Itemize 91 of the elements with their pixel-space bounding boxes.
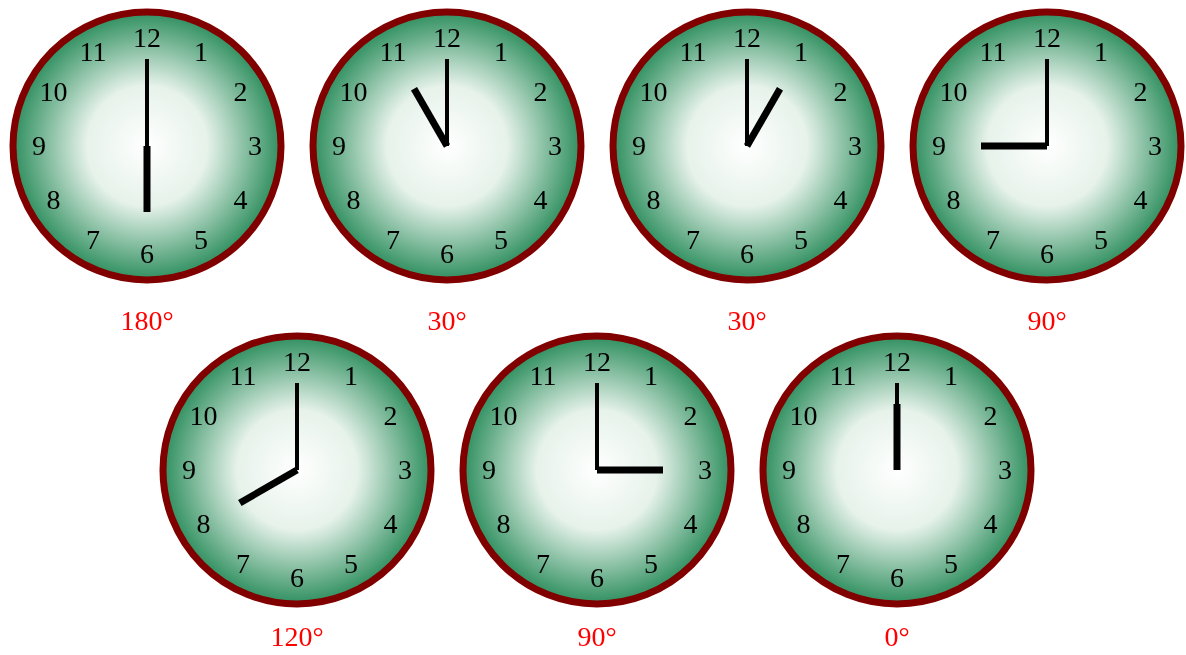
clock-numeral: 2 (383, 402, 398, 430)
clock-numeral: 4 (1133, 186, 1148, 214)
clock-numeral: 8 (46, 186, 61, 214)
clock-numeral: 2 (233, 78, 248, 106)
clock-numeral: 8 (346, 186, 361, 214)
clock-numeral: 1 (944, 362, 958, 391)
clock-numeral: 10 (39, 78, 68, 106)
clock-numeral: 7 (686, 225, 700, 254)
clock-numeral: 4 (833, 186, 848, 214)
clock-numeral: 7 (536, 549, 550, 578)
clock-numeral: 8 (946, 186, 961, 214)
clock-numeral: 5 (494, 225, 508, 254)
clock-numeral: 8 (796, 510, 811, 538)
clock-numeral: 12 (883, 348, 911, 376)
clock-numeral: 10 (339, 78, 368, 106)
clock-numeral: 1 (494, 38, 508, 67)
clock-numeral: 3 (698, 456, 712, 484)
clock-numeral: 11 (529, 362, 557, 391)
clock-numeral: 3 (1148, 132, 1162, 160)
clock-numeral: 1 (344, 362, 358, 391)
clock-numeral: 11 (79, 38, 107, 67)
clock-numeral: 1 (644, 362, 658, 391)
angle-label: 30° (727, 306, 767, 336)
clock-numeral: 9 (482, 456, 496, 484)
clock-numeral: 11 (229, 362, 257, 391)
clock-numeral: 2 (533, 78, 548, 106)
angle-label: 90° (577, 622, 617, 652)
angle-label: 30° (427, 306, 467, 336)
clock-numeral: 5 (644, 549, 658, 578)
clock-numeral: 11 (679, 38, 707, 67)
clock-numeral: 9 (782, 456, 796, 484)
clock-numeral: 6 (890, 564, 904, 592)
clock-numeral: 12 (133, 24, 161, 52)
clock-numeral: 4 (983, 510, 998, 538)
clock-numeral: 11 (979, 38, 1007, 67)
clock-numeral: 4 (383, 510, 398, 538)
clock-numeral: 6 (590, 564, 604, 592)
clock-numeral: 6 (440, 240, 454, 268)
clock-numeral: 12 (283, 348, 311, 376)
clock-numeral: 2 (683, 402, 698, 430)
clock-numeral: 8 (496, 510, 511, 538)
clock-numeral: 6 (140, 240, 154, 268)
clock-numeral: 1 (794, 38, 808, 67)
clock-numeral: 1 (194, 38, 208, 67)
clock-numeral: 3 (998, 456, 1012, 484)
clock-numeral: 8 (646, 186, 661, 214)
clock-numeral: 10 (789, 402, 818, 430)
clock-numeral: 12 (433, 24, 461, 52)
clock-numeral: 3 (848, 132, 862, 160)
clock-numeral: 3 (548, 132, 562, 160)
clock-numeral: 5 (344, 549, 358, 578)
clock-numeral: 2 (983, 402, 998, 430)
clock-numeral: 10 (489, 402, 518, 430)
clock-numeral: 6 (290, 564, 304, 592)
clock-numeral: 2 (1133, 78, 1148, 106)
clock-numeral: 10 (639, 78, 668, 106)
clock-numeral: 4 (683, 510, 698, 538)
clock-numeral: 1 (1094, 38, 1108, 67)
clock-numeral: 9 (932, 132, 946, 160)
clock-numeral: 5 (1094, 225, 1108, 254)
clock-numeral: 7 (86, 225, 100, 254)
clock-numeral: 7 (236, 549, 250, 578)
clock-numeral: 5 (794, 225, 808, 254)
clock-numeral: 5 (194, 225, 208, 254)
clock-numeral: 12 (1033, 24, 1061, 52)
clock-numeral: 10 (189, 402, 218, 430)
clock-numeral: 5 (944, 549, 958, 578)
clock-numeral: 10 (939, 78, 968, 106)
clock-numeral: 12 (733, 24, 761, 52)
clock-numeral: 6 (740, 240, 754, 268)
clock-numeral: 3 (248, 132, 262, 160)
clock-numeral: 9 (182, 456, 196, 484)
angle-label: 120° (270, 622, 324, 652)
clock-numeral: 3 (398, 456, 412, 484)
clock-numeral: 7 (386, 225, 400, 254)
clock-numeral: 9 (332, 132, 346, 160)
clock-numeral: 7 (986, 225, 1000, 254)
clock-numeral: 9 (32, 132, 46, 160)
clock-numeral: 7 (836, 549, 850, 578)
clock-numeral: 12 (583, 348, 611, 376)
clock-numeral: 11 (379, 38, 407, 67)
angle-label: 90° (1027, 306, 1067, 336)
clock-numeral: 4 (233, 186, 248, 214)
angle-label: 0° (884, 622, 910, 652)
clock-numeral: 9 (632, 132, 646, 160)
angle-label: 180° (120, 306, 174, 336)
clock-numeral: 11 (829, 362, 857, 391)
clock-numeral: 2 (833, 78, 848, 106)
clock-numeral: 4 (533, 186, 548, 214)
clock-numeral: 6 (1040, 240, 1054, 268)
clock-numeral: 8 (196, 510, 211, 538)
